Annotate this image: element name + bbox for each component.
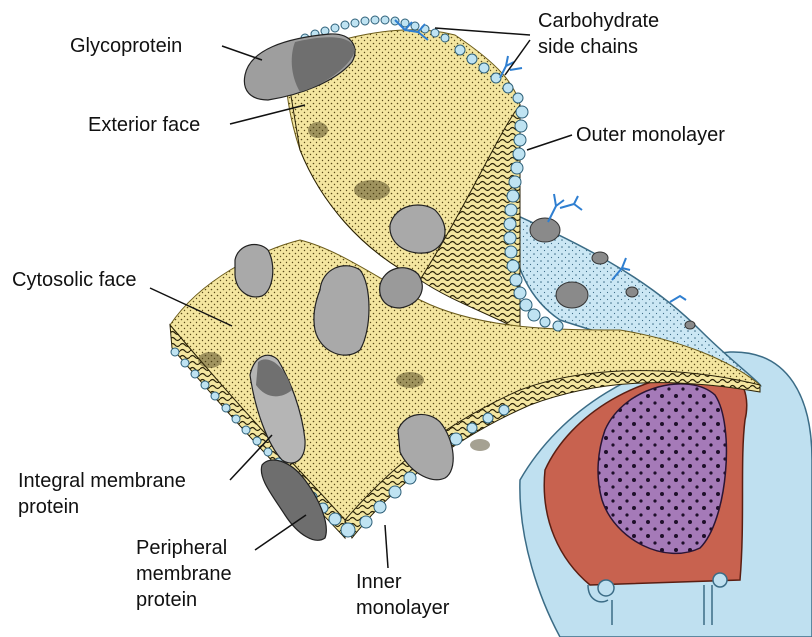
label-carbohydrate-line2: side chains — [538, 35, 638, 59]
leader-peripheral — [255, 515, 306, 550]
sheet-protein-5 — [685, 321, 695, 329]
sheet-protein-1 — [530, 218, 560, 242]
label-carbohydrate-line1: Carbohydrate — [538, 9, 659, 33]
label-peripheral-line1: Peripheral — [136, 536, 227, 560]
label-inner-line2: monolayer — [356, 596, 449, 620]
exterior-protein — [390, 205, 445, 253]
cytosolic-protein-1 — [235, 245, 273, 297]
label-integral-line2: protein — [18, 495, 79, 519]
label-inner-line1: Inner — [356, 570, 402, 594]
label-peripheral-line2: membrane — [136, 562, 232, 586]
label-exterior-face: Exterior face — [88, 113, 200, 137]
sheet-protein-4 — [626, 287, 638, 297]
label-peripheral-line3: protein — [136, 588, 197, 612]
label-cytosolic-face: Cytosolic face — [12, 268, 137, 292]
label-glycoprotein: Glycoprotein — [70, 34, 182, 58]
label-integral-line1: Integral membrane — [18, 469, 186, 493]
label-outer-monolayer: Outer monolayer — [576, 123, 725, 147]
leader-inner-monolayer — [385, 525, 388, 568]
sheet-protein-2 — [556, 282, 588, 308]
vesicle-1 — [598, 580, 614, 596]
leader-glycoprotein — [222, 46, 262, 60]
sheet-protein-3 — [592, 252, 608, 264]
leader-outer-monolayer — [527, 135, 572, 150]
vesicle-2 — [713, 573, 727, 587]
